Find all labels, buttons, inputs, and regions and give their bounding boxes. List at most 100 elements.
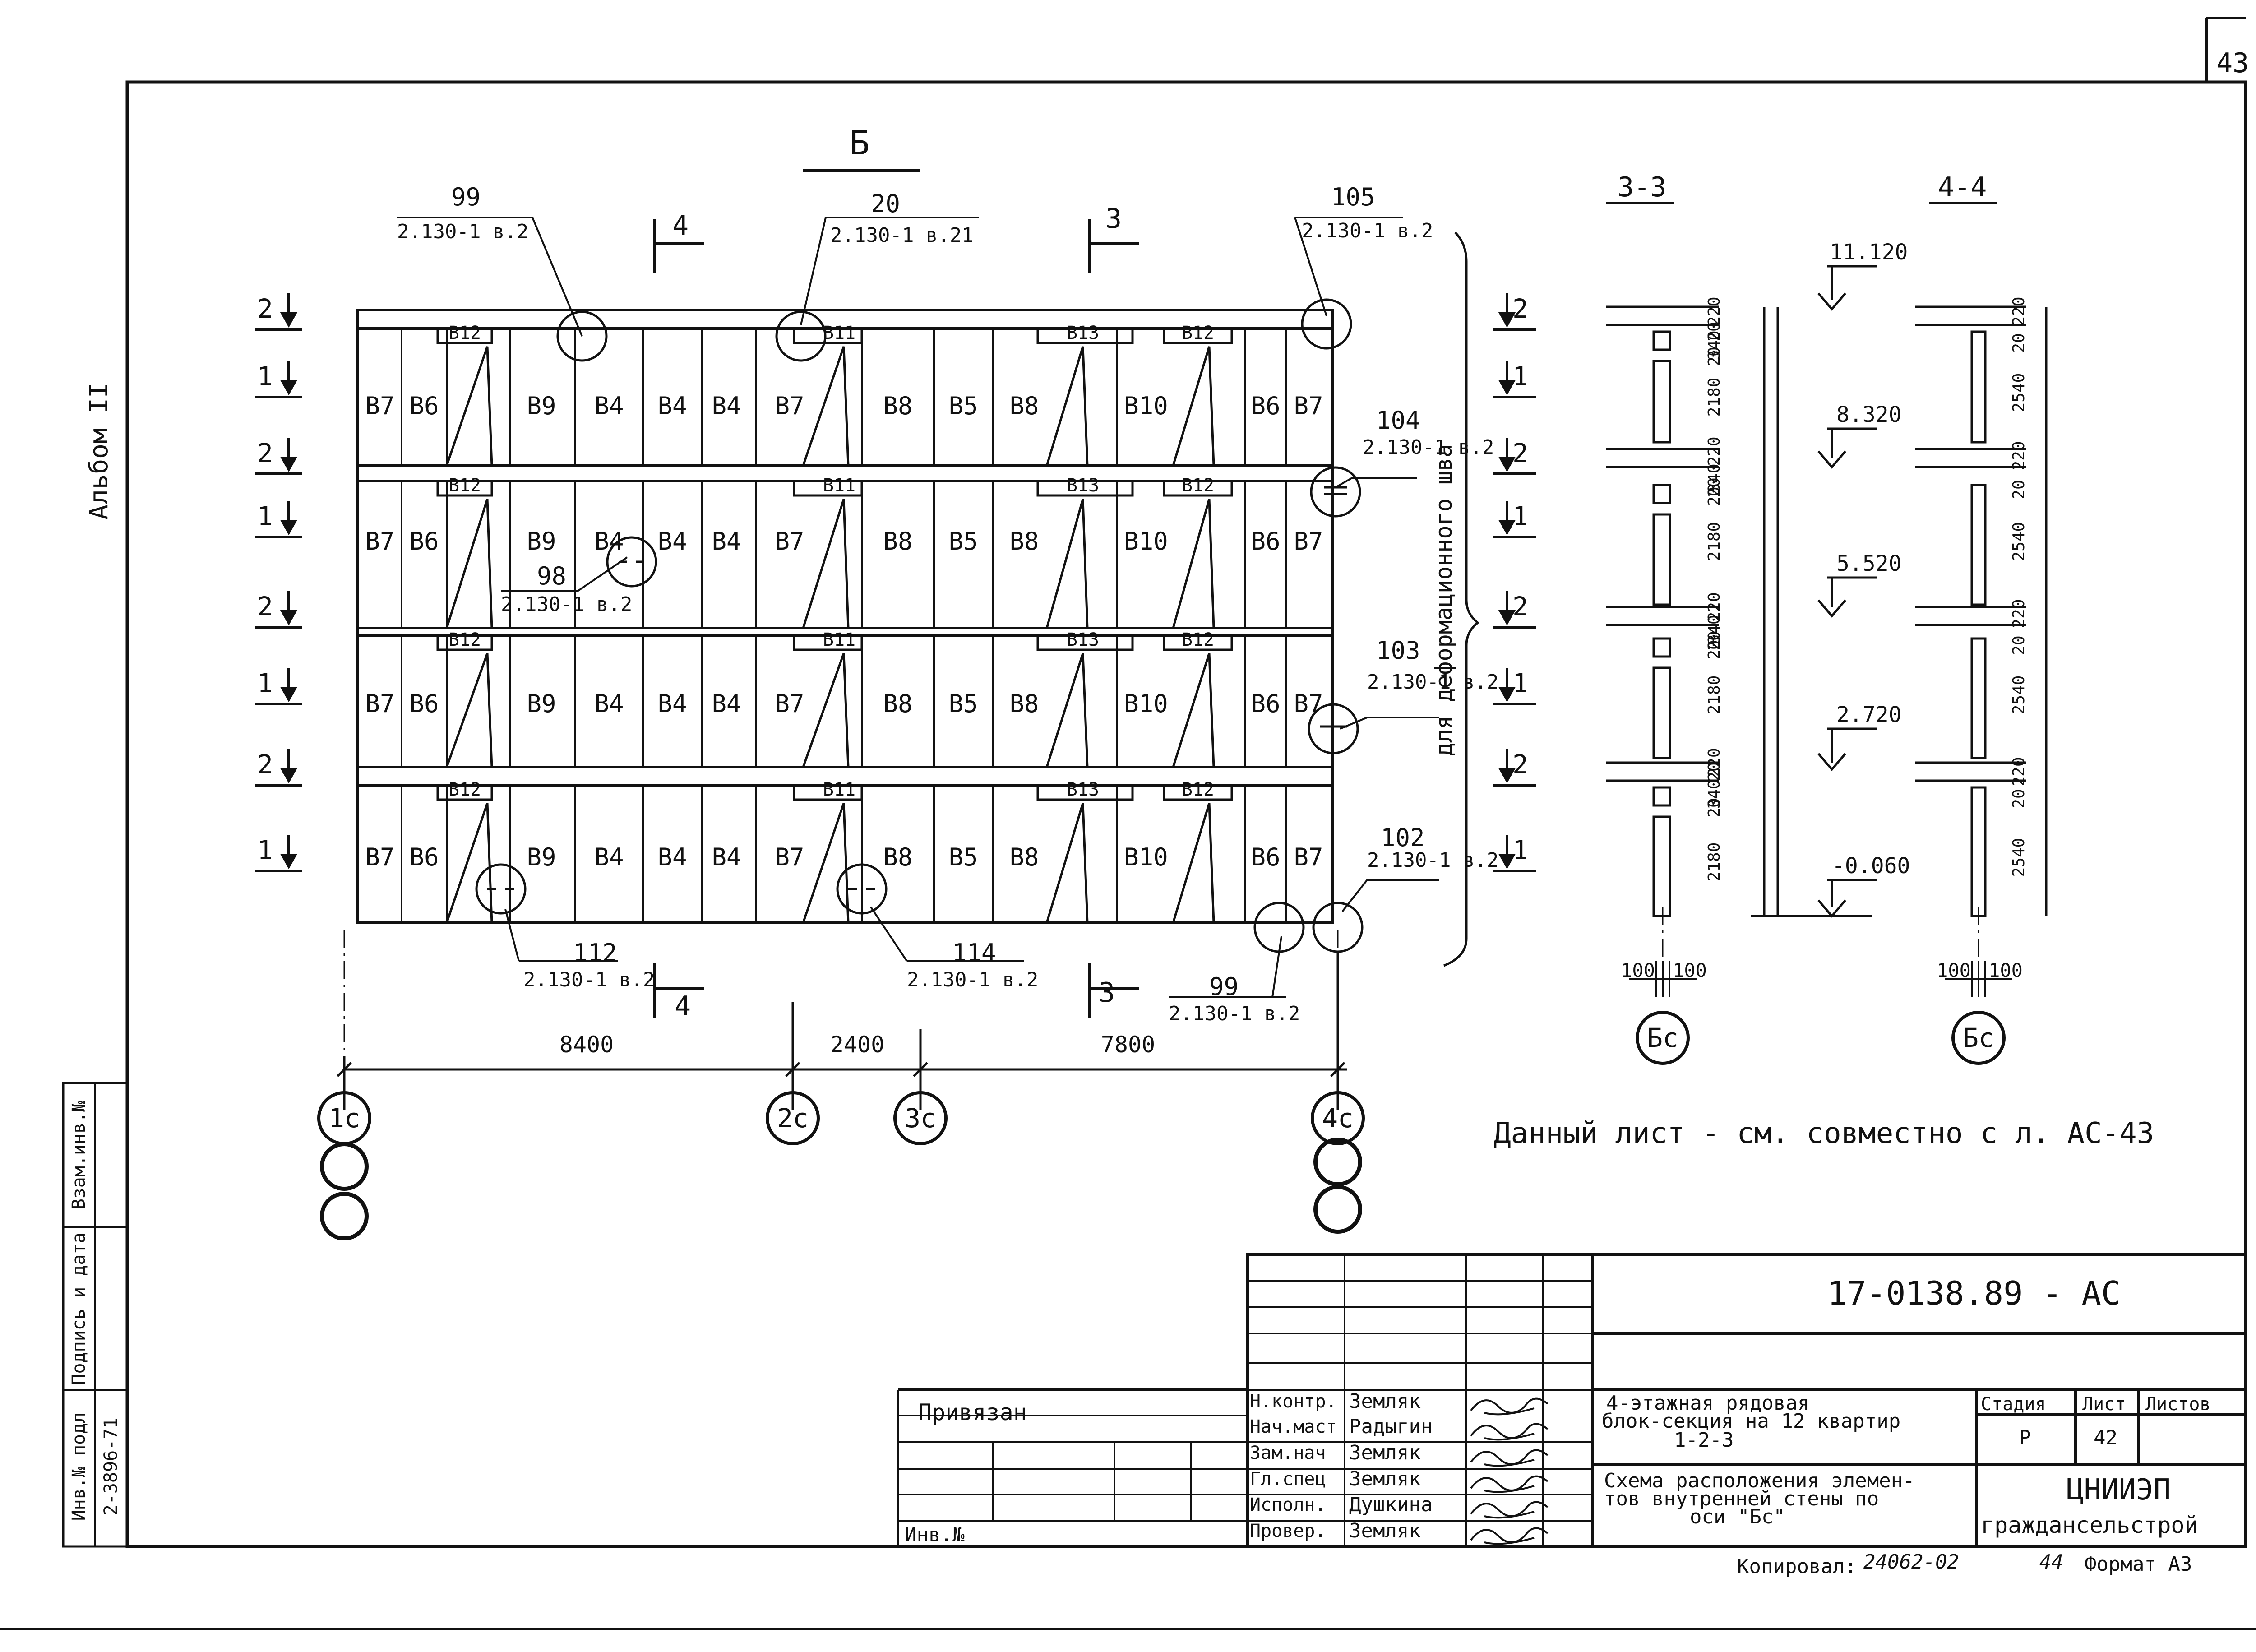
dimension-8400: 8400 — [559, 1032, 614, 1058]
panel-mark: В8 — [1009, 843, 1039, 871]
elevation-title: Б — [849, 124, 870, 162]
opening-lintel — [793, 480, 863, 497]
left-floor-marker: 1 — [257, 501, 273, 532]
person-name: Душкина — [1349, 1493, 1433, 1516]
section-3-3-dimension: 20 — [1705, 347, 1724, 366]
section-3-3-dimension: 2180 — [1705, 377, 1724, 417]
opening-leaf — [802, 803, 850, 923]
panel-mark: В4 — [712, 843, 741, 871]
ref-number: 105 — [1331, 183, 1375, 211]
section-4-4-dimension: 220 — [2010, 296, 2028, 326]
lintel-mark: В11 — [823, 779, 856, 800]
opening-lintel — [1036, 480, 1134, 497]
panel-mark: В10 — [1124, 843, 1168, 871]
opening-leaf — [1045, 803, 1089, 923]
panel-mark: В9 — [527, 527, 556, 555]
axis-label: 2с — [777, 1103, 809, 1134]
lintel-mark: В13 — [1066, 323, 1100, 343]
panel-mark: В9 — [527, 392, 556, 420]
panel-mark: В4 — [594, 843, 624, 871]
section-cut-bottom-3: 3 — [1099, 977, 1115, 1009]
ref-sheet: 2.130-1 в.2 — [1169, 1002, 1300, 1025]
panel-mark: В4 — [657, 689, 687, 718]
ref-sheet: 2.130-1 в.2 — [397, 220, 529, 243]
section-4-4-dimension: 2540 — [2010, 838, 2028, 877]
panel-mark: В4 — [594, 392, 624, 420]
lintel-mark: В12 — [1181, 323, 1215, 343]
opening-leaf — [802, 653, 850, 768]
panel-mark: В9 — [527, 689, 556, 718]
sheet-value: 42 — [2094, 1426, 2117, 1449]
sheet-number: 43 — [2216, 47, 2249, 79]
panel-mark: В7 — [365, 843, 395, 871]
opening-leaf — [1045, 499, 1089, 629]
panel-mark: В10 — [1124, 392, 1168, 420]
dimension-2400: 2400 — [830, 1032, 885, 1058]
base-dim-right: 100 — [1673, 959, 1707, 981]
sheets-label: Листов — [2145, 1394, 2211, 1415]
signature — [1470, 1527, 1549, 1545]
ref-number: 114 — [952, 939, 996, 967]
right-floor-marker: 2 — [1512, 438, 1528, 468]
lintel-mark: В11 — [823, 323, 856, 343]
panel-mark: В7 — [365, 527, 395, 555]
lintel-mark: В11 — [823, 629, 856, 650]
panel-mark: В8 — [883, 527, 913, 555]
ref-sheet: 2.130-1 в.21 — [830, 224, 974, 247]
panel-mark: В10 — [1124, 689, 1168, 718]
floor-arrow — [255, 749, 302, 787]
lintel-mark: В12 — [448, 323, 481, 343]
opening-lintel — [1163, 327, 1233, 344]
section-4-4-dimension: 2540 — [2010, 522, 2028, 561]
ref-number: 104 — [1376, 406, 1420, 435]
person-name: Радыгин — [1349, 1415, 1433, 1438]
floor-arrow — [255, 438, 302, 475]
axis-bubble-1c: 1с — [317, 1091, 371, 1145]
floor-arrow — [255, 591, 302, 629]
axis-ring — [320, 1192, 369, 1240]
ref-number: 98 — [537, 562, 567, 590]
panel-mark: В7 — [1294, 843, 1323, 871]
opening-lintel — [1163, 784, 1233, 801]
opening-lintel — [436, 327, 493, 344]
left-floor-marker: 2 — [257, 438, 273, 468]
panel-mark: В7 — [775, 392, 804, 420]
panel-mark: В4 — [712, 689, 741, 718]
role-label: Зам.нач — [1250, 1443, 1326, 1463]
panel-mark: В7 — [775, 689, 804, 718]
project-title-line: 4-этажная рядовая — [1606, 1392, 1810, 1415]
left-floor-marker: 2 — [257, 293, 273, 324]
right-floor-marker: 2 — [1512, 293, 1528, 324]
opening-leaf — [445, 803, 493, 923]
axis-bubble-3c: 3с — [893, 1091, 948, 1145]
section-3-3-dimension: 2180 — [1705, 522, 1724, 561]
section-4-4-dimension: 2540 — [2010, 373, 2028, 412]
opening-leaf — [802, 346, 850, 466]
panel-mark: В4 — [657, 843, 687, 871]
opening-lintel — [1036, 784, 1134, 801]
cross-reference-note: Данный лист - см. совместно с л. АС-43 — [1493, 1117, 2154, 1150]
opening-leaf — [1172, 346, 1215, 466]
axis-label: 3с — [905, 1103, 936, 1134]
panel-mark: В9 — [527, 843, 556, 871]
organization-name: ЦНИИЭП — [2066, 1473, 2171, 1507]
floor-arrow — [1493, 835, 1536, 872]
axis-bubble-bc: Бс — [1636, 1011, 1690, 1065]
section-cut-top-3: 3 — [1105, 203, 1122, 235]
section-4-4-dimension: 20 — [2010, 789, 2028, 809]
axis-ring — [320, 1142, 369, 1191]
level-mark: 8.320 — [1836, 402, 1902, 427]
panel-mark: В5 — [948, 392, 978, 420]
floor-arrow — [1493, 668, 1536, 705]
opening-leaf — [1045, 346, 1089, 466]
panel-mark: В6 — [409, 843, 439, 871]
margin-inv-value: 2-3896-71 — [101, 1417, 121, 1516]
opening-leaf — [1172, 499, 1215, 629]
role-label: Нач.маст — [1250, 1416, 1337, 1437]
section-4-4-title: 4-4 — [1938, 171, 1987, 203]
section-4-4-dimension: 220 — [2010, 599, 2028, 629]
sheet-title-line: тов внутренней стены по — [1604, 1487, 1879, 1510]
panel-mark: В4 — [712, 527, 741, 555]
opening-lintel — [793, 634, 863, 651]
section-4-4-dimension: 20 — [2010, 333, 2028, 353]
